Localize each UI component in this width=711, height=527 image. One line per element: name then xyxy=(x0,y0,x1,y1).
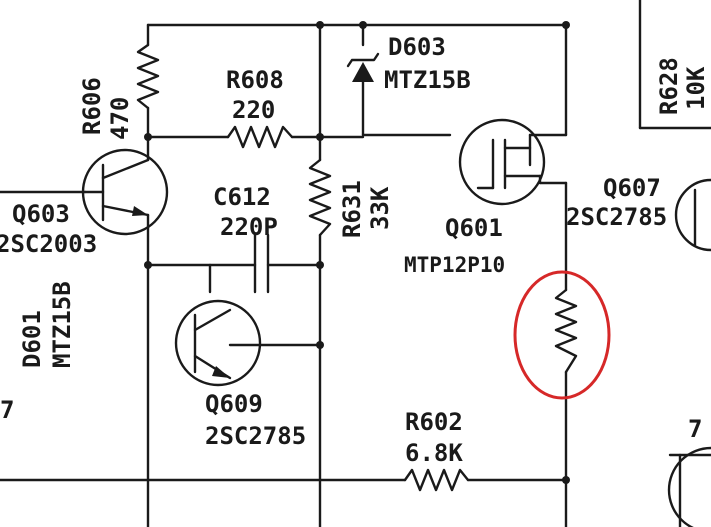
r628-value: 10K xyxy=(682,66,710,110)
c612-ref: C612 xyxy=(213,183,271,211)
right-edge-digit: 7 xyxy=(688,415,702,443)
q603-transistor: Q603 2SC2003 xyxy=(0,148,169,258)
r628-ref: R628 xyxy=(655,57,683,115)
r606-resistor: R606 470 xyxy=(78,43,160,140)
r608-value: 220 xyxy=(232,96,275,124)
r631-value: 33K xyxy=(366,186,394,230)
r606-ref: R606 xyxy=(78,77,106,135)
q603-ref: Q603 xyxy=(12,200,70,228)
r606-value: 470 xyxy=(106,97,134,140)
q601-value: MTP12P10 xyxy=(404,253,505,277)
q603-value: 2SC2003 xyxy=(0,230,97,258)
d601-value: MTZ15B xyxy=(48,281,76,368)
r631-ref: R631 xyxy=(338,180,366,238)
q607-value: 2SC2785 xyxy=(566,203,667,231)
r602-ref: R602 xyxy=(405,408,463,436)
r628-resistor: R628 10K xyxy=(655,57,710,115)
left-edge-digit: 7 xyxy=(0,396,14,424)
q609-ref: Q609 xyxy=(205,390,263,418)
d603-zener-diode: D603 MTZ15B xyxy=(346,33,471,94)
r602-resistor: R602 6.8K xyxy=(403,408,470,492)
d601-ref: D601 xyxy=(18,310,46,368)
c612-value: 220P xyxy=(220,213,278,241)
d603-ref: D603 xyxy=(388,33,446,61)
q607-transistor: Q607 2SC2785 xyxy=(566,174,667,231)
d601-zener-diode: D601 MTZ15B xyxy=(18,281,76,368)
r602-value: 6.8K xyxy=(405,439,463,467)
highlighted-resistor xyxy=(513,270,611,400)
r608-ref: R608 xyxy=(226,66,284,94)
highlight-ellipse xyxy=(513,270,611,400)
junction-dots xyxy=(144,21,570,484)
c612-capacitor: C612 220P xyxy=(213,183,278,294)
partial-transistor-right xyxy=(667,178,711,527)
q609-value: 2SC2785 xyxy=(205,422,306,450)
q601-ref: Q601 xyxy=(445,214,503,242)
q601-mosfet: Q601 MTP12P10 xyxy=(404,118,546,277)
q607-ref: Q607 xyxy=(603,174,661,202)
r608-resistor: R608 220 xyxy=(226,66,294,149)
r631-resistor: R631 33K xyxy=(308,158,394,238)
q609-transistor: Q609 2SC2785 xyxy=(174,299,306,450)
d603-value: MTZ15B xyxy=(384,66,471,94)
